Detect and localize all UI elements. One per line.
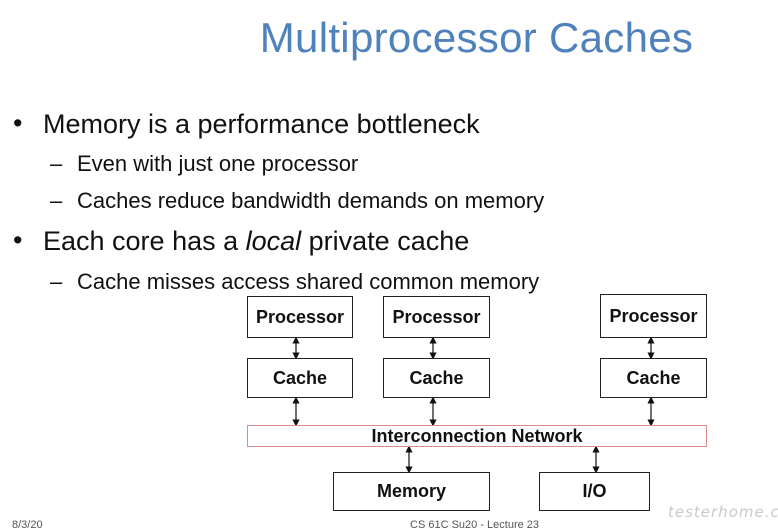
bullet-1: • Memory is a performance bottleneck — [13, 108, 480, 140]
bullet-symbol: • — [13, 225, 23, 255]
watermark: testerhome.com — [668, 503, 778, 521]
sub-bullet-1-1: – Even with just one processor — [50, 151, 359, 177]
dash-symbol: – — [50, 269, 63, 294]
bullet-2-text-after: private cache — [301, 226, 470, 256]
cache-box-3: Cache — [600, 358, 707, 398]
processor-box-1: Processor — [247, 296, 353, 338]
cache-box-2: Cache — [383, 358, 490, 398]
dash-symbol: – — [50, 188, 63, 213]
slide-title: Multiprocessor Caches — [259, 14, 694, 61]
dash-symbol: – — [50, 151, 63, 176]
bullet-2-text-before: Each core has a — [43, 226, 246, 256]
bullet-2-text-italic: local — [245, 226, 302, 256]
sub-bullet-2-1-text: Cache misses access shared common memory — [77, 269, 540, 294]
sub-bullet-2-1: – Cache misses access shared common memo… — [50, 269, 540, 295]
processor-box-3: Processor — [600, 294, 707, 338]
processor-box-2: Processor — [383, 296, 490, 338]
bullet-symbol: • — [13, 108, 23, 138]
interconnection-network: Interconnection Network — [247, 425, 707, 447]
footer-date: 8/3/20 — [12, 519, 43, 531]
sub-bullet-1-2: – Caches reduce bandwidth demands on mem… — [50, 188, 545, 214]
cache-box-1: Cache — [247, 358, 353, 398]
footer-course: CS 61C Su20 - Lecture 23 — [410, 519, 540, 531]
memory-box: Memory — [333, 472, 490, 511]
sub-bullet-1-2-text: Caches reduce bandwidth demands on memor… — [77, 188, 545, 213]
bullet-1-text: Memory is a performance bottleneck — [43, 109, 480, 139]
bullet-2: • Each core has a local private cache — [13, 225, 470, 257]
sub-bullet-1-1-text: Even with just one processor — [77, 151, 359, 176]
io-box: I/O — [539, 472, 650, 511]
